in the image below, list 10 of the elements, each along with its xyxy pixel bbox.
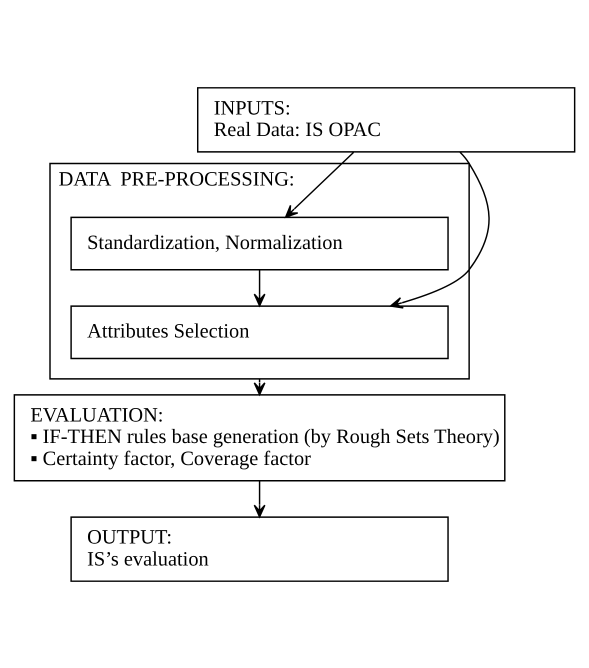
arrow bbox=[254, 378, 266, 395]
node-box: EVALUATION: ▪ IF-THEN rules base generation (by Rough Sets Theory) ▪ Certainty factor, Coverage factor bbox=[14, 394, 506, 481]
arrow bbox=[254, 480, 266, 518]
node-box: Attributes Selection bbox=[70, 304, 449, 359]
node-box: OUTPUT: IS’s evaluation bbox=[70, 516, 449, 582]
arrow bbox=[390, 151, 490, 308]
node-box: INPUTS: Real Data: IS OPAC bbox=[197, 86, 576, 152]
arrow bbox=[254, 269, 266, 306]
node-box: Standardization, Normalization bbox=[70, 216, 449, 270]
arrow bbox=[284, 151, 354, 218]
